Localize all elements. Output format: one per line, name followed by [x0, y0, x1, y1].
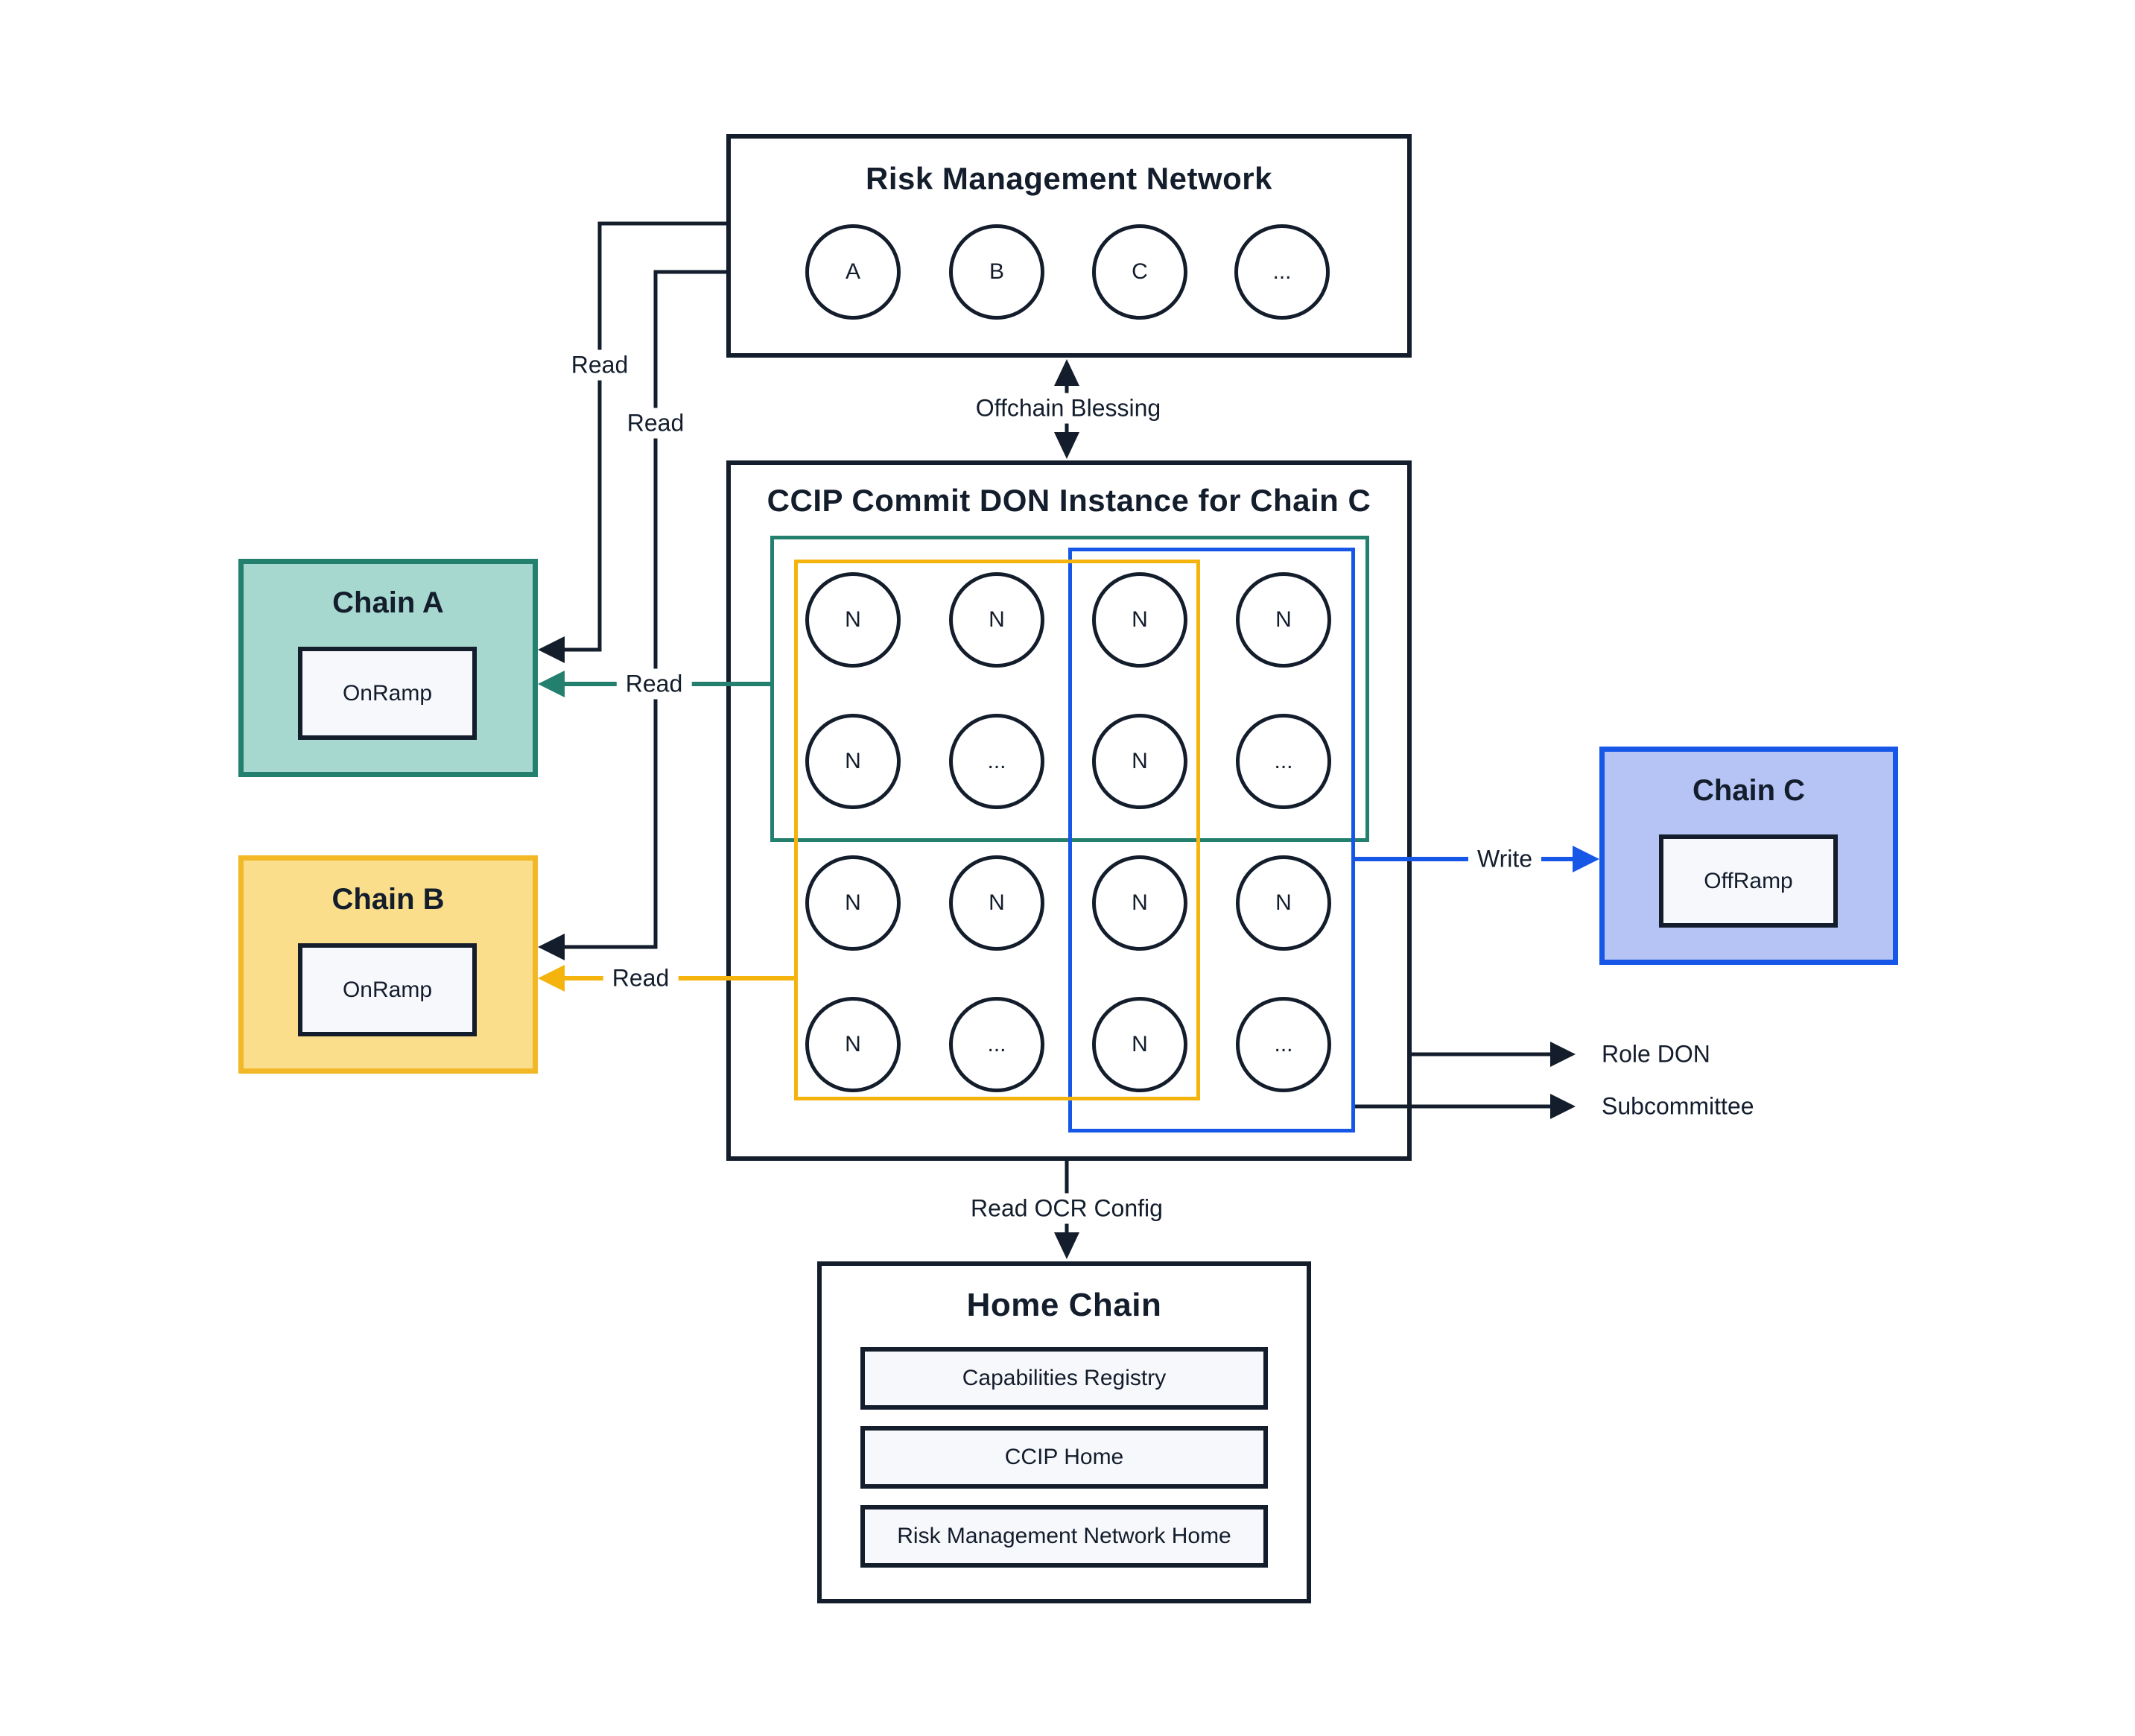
- don-node: N: [805, 855, 901, 951]
- don-node: ...: [949, 714, 1044, 809]
- chain-a-onramp-box: OnRamp: [298, 647, 477, 740]
- ccip-home-label: CCIP Home: [1004, 1445, 1124, 1469]
- blue-subcommittee-overlay: [1068, 548, 1355, 1132]
- don-node-label: N: [989, 607, 1005, 632]
- chain-b-title: Chain B: [331, 883, 445, 916]
- rmn-node-b: B: [949, 224, 1044, 320]
- read-label-teal: Read: [616, 668, 692, 700]
- capabilities-registry-box: Capabilities Registry: [860, 1347, 1268, 1410]
- rmn-node-c-label: C: [1132, 259, 1148, 284]
- don-node: N: [1092, 855, 1187, 951]
- don-node-label: N: [1132, 749, 1148, 773]
- don-node-label: N: [845, 749, 861, 773]
- don-node: ...: [1236, 714, 1331, 809]
- don-node: N: [805, 997, 901, 1092]
- chain-c-offramp-label: OffRamp: [1704, 868, 1793, 893]
- don-node: ...: [949, 997, 1044, 1092]
- don-node: ...: [1236, 997, 1331, 1092]
- rmn-node-a-label: A: [845, 259, 860, 284]
- don-node: N: [949, 572, 1044, 668]
- arrowhead-up-offchain: [1054, 359, 1079, 386]
- don-node-label: N: [1132, 890, 1148, 915]
- chain-b-onramp-label: OnRamp: [342, 977, 433, 1002]
- don-node: N: [1092, 572, 1187, 668]
- offchain-blessing-label: Offchain Blessing: [966, 393, 1170, 424]
- chain-b-box: Chain B OnRamp: [238, 855, 538, 1074]
- don-node-label: N: [1275, 890, 1292, 915]
- don-node-label: N: [1132, 1032, 1148, 1057]
- read-label-gold: Read: [603, 963, 679, 994]
- don-node-label: N: [845, 1032, 861, 1057]
- risk-management-network-box: Risk Management Network A B C ...: [726, 134, 1412, 358]
- don-node: N: [949, 855, 1044, 951]
- don-node: N: [805, 714, 901, 809]
- don-node-label: ...: [1274, 749, 1293, 773]
- don-node-label: N: [1275, 607, 1292, 632]
- don-node: N: [1092, 997, 1187, 1092]
- chain-a-onramp-label: OnRamp: [342, 680, 433, 706]
- capabilities-registry-label: Capabilities Registry: [962, 1366, 1167, 1390]
- role-don-label: Role DON: [1602, 1039, 1710, 1070]
- rmn-home-label: Risk Management Network Home: [897, 1524, 1231, 1548]
- chain-c-title: Chain C: [1692, 774, 1806, 807]
- ccip-home-box: CCIP Home: [860, 1426, 1268, 1489]
- arrowhead-role-don: [1550, 1042, 1576, 1067]
- arrowhead-gold: [538, 965, 565, 992]
- don-node: N: [1236, 572, 1331, 668]
- gold-committee-overlay: [794, 560, 1200, 1100]
- write-label: Write: [1468, 843, 1542, 875]
- chain-a-title: Chain A: [332, 586, 444, 619]
- don-node-label: N: [845, 890, 861, 915]
- rmn-node-more-label: ...: [1272, 259, 1292, 284]
- read-label-chain-a: Read: [562, 349, 638, 381]
- don-node-label: N: [1132, 607, 1148, 632]
- arrowhead-subcommittee: [1550, 1094, 1576, 1119]
- risk-management-network-title: Risk Management Network: [866, 161, 1272, 196]
- rmn-home-box: Risk Management Network Home: [860, 1505, 1268, 1568]
- chain-a-box: Chain A OnRamp: [238, 559, 538, 777]
- arrowhead-read-ocr: [1054, 1232, 1079, 1259]
- don-node-label: N: [845, 607, 861, 632]
- chain-c-offramp-box: OffRamp: [1659, 834, 1838, 928]
- arrowhead-chain-a: [538, 636, 565, 663]
- read-ocr-config-label: Read OCR Config: [962, 1193, 1172, 1224]
- don-node: N: [805, 572, 901, 668]
- arrowhead-blue: [1573, 846, 1599, 872]
- read-label-chain-b: Read: [618, 408, 694, 439]
- don-node: N: [1236, 855, 1331, 951]
- arrowhead-down-offchain: [1054, 432, 1079, 459]
- don-node-label: ...: [987, 749, 1006, 773]
- don-node-label: N: [989, 890, 1005, 915]
- home-chain-box: Home Chain Capabilities Registry CCIP Ho…: [817, 1261, 1311, 1603]
- rmn-node-c: C: [1092, 224, 1187, 320]
- chain-b-onramp-box: OnRamp: [298, 943, 477, 1036]
- rmn-node-b-label: B: [989, 259, 1004, 284]
- ccip-commit-don-title: CCIP Commit DON Instance for Chain C: [767, 483, 1371, 518]
- subcommittee-label: Subcommittee: [1602, 1091, 1754, 1122]
- chain-c-box: Chain C OffRamp: [1599, 747, 1898, 965]
- arrowhead-chain-b: [538, 934, 565, 960]
- don-node-label: ...: [987, 1032, 1006, 1057]
- don-node-label: ...: [1274, 1032, 1293, 1057]
- don-node: N: [1092, 714, 1187, 809]
- ccip-commit-don-box: CCIP Commit DON Instance for Chain C N N…: [726, 460, 1412, 1161]
- arrowhead-teal: [538, 671, 565, 697]
- home-chain-title: Home Chain: [966, 1287, 1162, 1323]
- rmn-node-a: A: [805, 224, 901, 320]
- rmn-node-more: ...: [1234, 224, 1330, 320]
